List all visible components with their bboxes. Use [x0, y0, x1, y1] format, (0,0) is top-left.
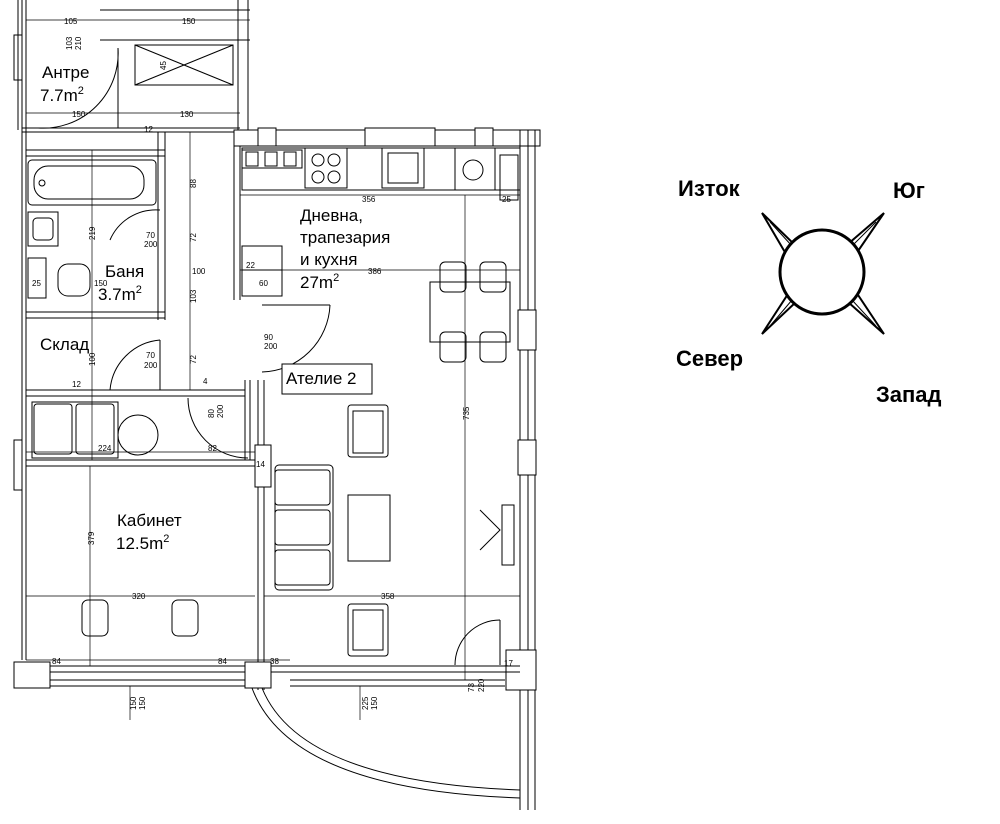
atelier-label-box: [281, 363, 373, 395]
dim-label: 60: [259, 279, 268, 288]
office-area: 12.5m2: [116, 533, 169, 553]
living-line1: Дневна,: [300, 206, 363, 225]
bath-name: Баня: [105, 262, 144, 281]
dim-label: 379: [87, 531, 96, 545]
doors: [37, 47, 501, 666]
dim-label: 150: [370, 696, 379, 710]
compass-north-label: Север: [676, 346, 743, 371]
living-line2: трапезария: [300, 228, 390, 247]
dim-label: 100: [88, 352, 97, 366]
office-name: Кабинет: [117, 511, 182, 530]
compass-west-label: Запад: [876, 382, 942, 407]
dim-label: 72: [189, 233, 198, 242]
dim-label: 356: [362, 195, 376, 204]
dim-label: 105: [64, 17, 78, 26]
dim-label: 25: [502, 195, 511, 204]
antre-area: 7.7m2: [40, 85, 84, 105]
dim-label: 72: [189, 355, 198, 364]
dim-label: 225: [361, 696, 370, 710]
dim-label: 200: [264, 342, 278, 351]
dim-label: 84: [218, 657, 227, 666]
balcony-outline: [251, 687, 521, 799]
dim-label: 70: [146, 231, 155, 240]
living-area: 27m2: [300, 272, 339, 292]
compass-rose-icon: [761, 212, 885, 335]
living-furniture: [274, 404, 515, 657]
dim-label: 100: [192, 267, 206, 276]
dim-label: 90: [264, 333, 273, 342]
dim-label: 12: [144, 125, 153, 134]
dim-label: 386: [368, 267, 382, 276]
atelier-name: Ателие 2: [286, 369, 357, 388]
dim-label: 73: [467, 683, 476, 692]
dim-label: 220: [477, 678, 486, 692]
compass-east-label: Изток: [678, 176, 741, 201]
dimension-lines: [26, 19, 520, 720]
dim-label: 210: [74, 36, 83, 50]
dim-label: 200: [216, 404, 225, 418]
dimension-texts: 105 150 103 210 45 150 12 130 356 25 88 …: [32, 17, 513, 710]
dim-label: 12: [72, 380, 81, 389]
dim-label: 88: [189, 179, 198, 188]
dim-label: 22: [246, 261, 255, 270]
dim-label: 735: [462, 406, 471, 420]
dim-label: 150: [94, 279, 108, 288]
antre-name: Антре: [42, 63, 89, 82]
dim-label: 150: [72, 110, 86, 119]
dim-label: 17: [504, 659, 513, 668]
dim-label: 320: [132, 592, 146, 601]
compass: Изток Юг Север Запад: [676, 176, 942, 407]
dim-label: 45: [159, 61, 168, 70]
dim-label: 150: [138, 696, 147, 710]
dim-label: 14: [256, 460, 265, 469]
bath-area: 3.7m2: [98, 284, 142, 304]
dim-label: 103: [65, 36, 74, 50]
dim-label: 224: [98, 444, 112, 453]
dining-set: [429, 261, 511, 363]
storage-name: Склад: [40, 335, 89, 354]
dim-label: 4: [203, 377, 208, 386]
dim-label: 84: [52, 657, 61, 666]
dim-label: 25: [32, 279, 41, 288]
balcony-inner: [261, 687, 521, 791]
dim-label: 38: [270, 657, 279, 666]
dim-label: 150: [182, 17, 196, 26]
compass-south-label: Юг: [893, 178, 925, 203]
living-line3: и кухня: [300, 250, 357, 269]
walls: [13, 0, 541, 810]
room-labels: Антре 7.7m2 Дневна, трапезария и кухня 2…: [40, 63, 390, 553]
dim-label: 70: [146, 351, 155, 360]
dim-label: 130: [180, 110, 194, 119]
dim-label: 219: [88, 226, 97, 240]
dim-label: 200: [144, 240, 158, 249]
dim-label: 82: [208, 444, 217, 453]
dim-label: 80: [207, 409, 216, 418]
dim-label: 103: [189, 289, 198, 303]
dim-label: 358: [381, 592, 395, 601]
dim-label: 200: [144, 361, 158, 370]
office-furniture: [31, 401, 199, 637]
dim-label: 150: [129, 696, 138, 710]
